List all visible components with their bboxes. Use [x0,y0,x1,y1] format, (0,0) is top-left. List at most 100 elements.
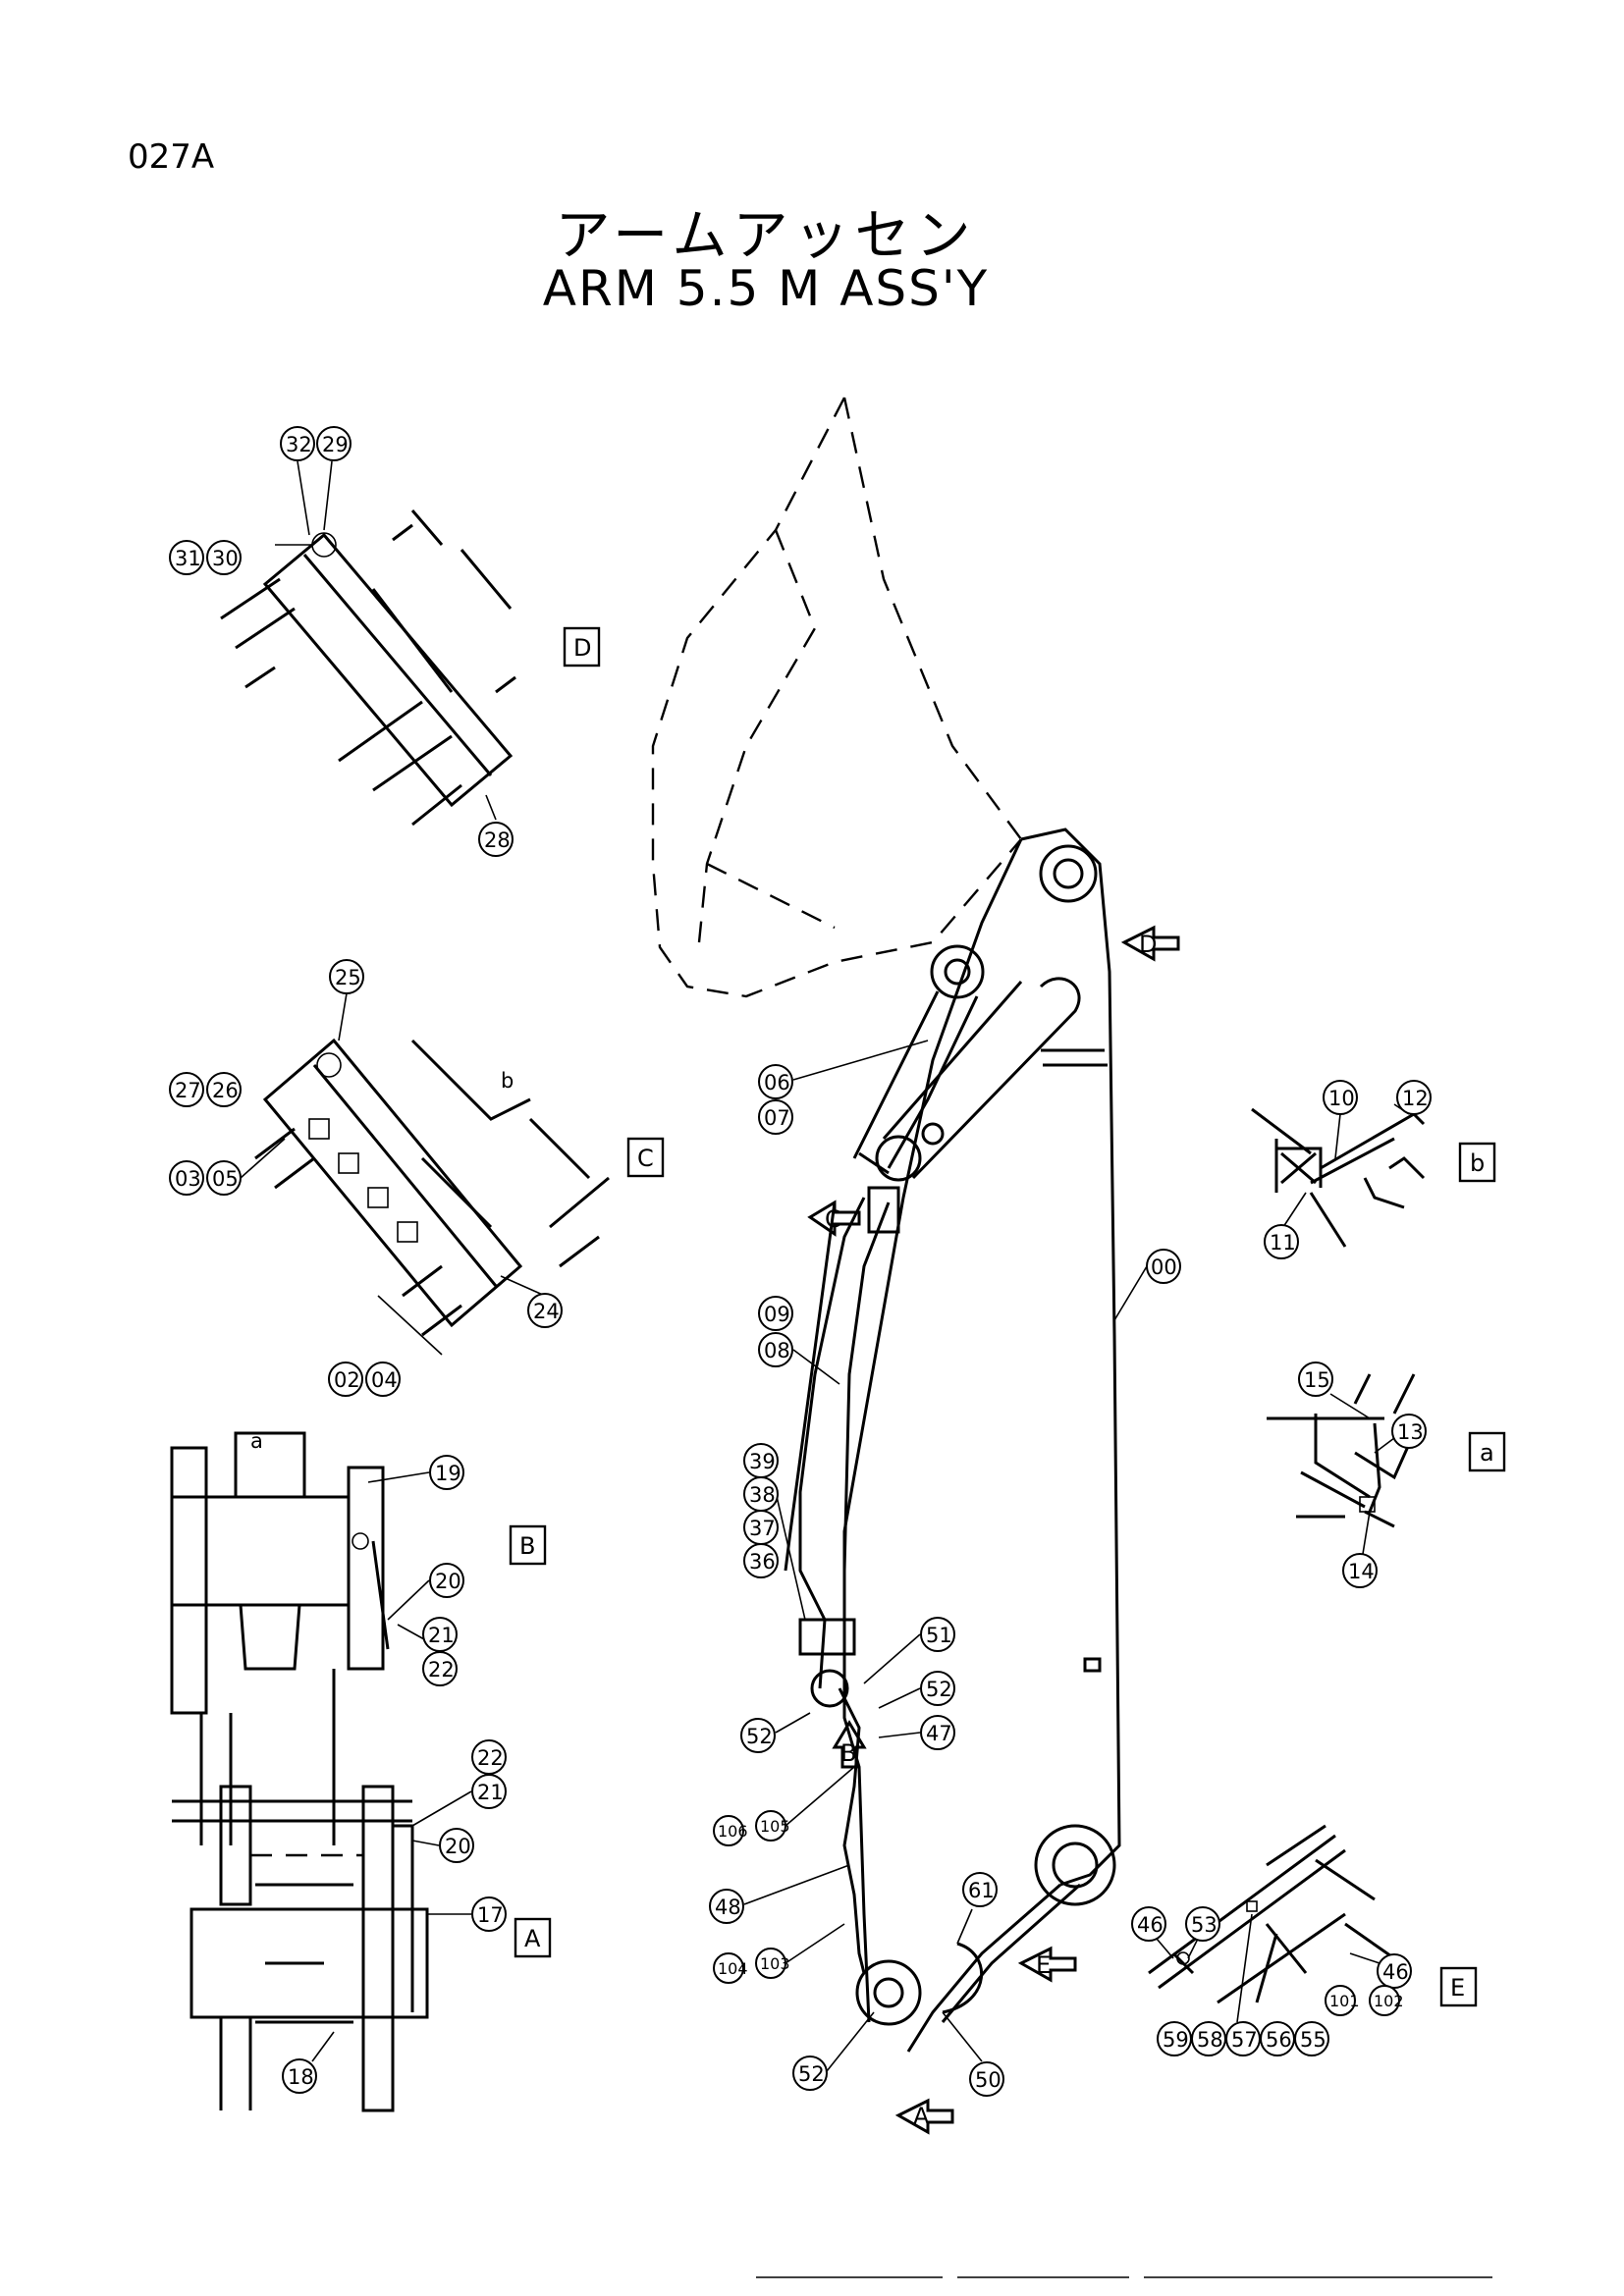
svg-text:32: 32 [286,433,312,456]
svg-text:06: 06 [764,1071,790,1095]
svg-text:12: 12 [1402,1087,1429,1110]
callout-12: 12 [1396,1080,1432,1115]
svg-text:24: 24 [533,1300,560,1323]
view-arrow-c: C [807,1200,861,1237]
main-arm [651,397,1121,2053]
detail-label-a: a [1468,1431,1506,1472]
detail-label-b: b [1458,1142,1496,1183]
svg-text:104: 104 [718,1959,748,1978]
view-label-c: C [626,1137,665,1178]
view-e [1148,1824,1395,2004]
detail-b [1251,1107,1426,1248]
view-e-callouts: 46 53 46 59 58 57 56 55 101 102 [1131,1906,1412,2056]
callout-30: 30 [206,540,242,575]
svg-text:55: 55 [1300,2028,1326,2052]
callout-06: 06 [758,1064,793,1099]
callout-39: 39 [743,1443,779,1478]
svg-text:26: 26 [212,1079,239,1102]
svg-text:03: 03 [175,1167,201,1191]
svg-text:13: 13 [1397,1420,1424,1444]
svg-text:21: 21 [477,1781,504,1804]
svg-text:D: D [573,634,591,662]
svg-text:39: 39 [749,1450,776,1473]
callout-03: 03 [169,1160,204,1196]
callout-61: 61 [962,1872,998,1907]
callout-09: 09 [758,1296,793,1331]
svg-text:103: 103 [760,1954,790,1973]
callout-56: 56 [1260,2021,1295,2056]
view-c-callouts: 25 27 26 03 05 02 04 24 b [169,959,563,1397]
svg-text:19: 19 [435,1462,461,1485]
callout-32: 32 [280,426,315,461]
callout-36: 36 [743,1543,779,1578]
callout-02: 02 [328,1362,363,1397]
svg-text:B: B [519,1532,535,1560]
svg-text:11: 11 [1270,1231,1296,1255]
view-arrow-a: A [894,2098,954,2135]
view-a-callouts: 21 22 20 17 18 [282,1739,507,2094]
callout-26: 26 [206,1072,242,1107]
callout-105: 105 [755,1810,790,1842]
callout-10: 10 [1323,1080,1358,1115]
detail-ref-a: a [250,1429,263,1453]
detail-b-callouts: 10 12 11 [1264,1080,1432,1259]
callout-08: 08 [758,1332,793,1367]
title-english: ARM 5.5 M ASS'Y [542,260,990,317]
svg-text:E: E [1036,1951,1051,1979]
callout-48: 48 [709,1889,744,1924]
svg-text:52: 52 [798,2062,825,2086]
callout-15: 15 [1298,1362,1333,1397]
callout-51: 51 [920,1617,955,1652]
callout-04: 04 [365,1362,401,1397]
svg-text:52: 52 [926,1678,952,1701]
svg-text:A: A [913,2103,930,2130]
svg-text:07: 07 [764,1106,790,1130]
callout-52-left: 52 [740,1718,776,1753]
callout-102: 102 [1369,1985,1404,2016]
svg-text:A: A [524,1925,541,1952]
svg-text:08: 08 [764,1339,790,1362]
view-arrow-b: B [832,1720,867,1769]
view-label-d: D [563,626,601,667]
svg-text:B: B [840,1739,856,1767]
callout-47: 47 [920,1715,955,1750]
detail-ref-b: b [501,1069,514,1093]
page-code: 027A [128,137,215,177]
svg-text:105: 105 [760,1817,790,1836]
callout-21-view-b: 21 [422,1617,458,1652]
svg-text:46: 46 [1137,1913,1164,1937]
callout-13: 13 [1391,1414,1427,1449]
svg-text:00: 00 [1151,1255,1177,1279]
svg-text:D: D [1139,931,1157,958]
svg-text:20: 20 [445,1835,471,1858]
callout-46-right: 46 [1377,1953,1412,1989]
detail-a [1267,1373,1416,1528]
view-label-b: B [509,1524,547,1566]
callout-11: 11 [1264,1224,1299,1259]
svg-text:31: 31 [175,547,201,570]
view-d-callouts: 32 29 31 30 28 [169,426,514,857]
svg-text:28: 28 [484,828,511,852]
svg-text:53: 53 [1191,1913,1218,1937]
view-d [220,509,516,827]
callout-05: 05 [206,1160,242,1196]
svg-text:27: 27 [175,1079,201,1102]
svg-text:57: 57 [1231,2028,1258,2052]
title-japanese: アームアッセン [555,204,977,268]
callout-53: 53 [1185,1906,1220,1942]
svg-text:50: 50 [975,2068,1001,2092]
callout-22-view-b: 22 [422,1651,458,1686]
svg-text:52: 52 [746,1725,773,1748]
svg-text:17: 17 [477,1903,504,1927]
callout-52-bottom: 52 [792,2056,828,2091]
svg-text:48: 48 [715,1896,741,1919]
svg-text:04: 04 [371,1368,398,1392]
callout-29: 29 [316,426,352,461]
svg-text:09: 09 [764,1303,790,1326]
callout-24: 24 [527,1293,563,1328]
svg-text:b: b [1470,1149,1485,1177]
callout-19: 19 [429,1455,464,1490]
callout-18: 18 [282,2058,317,2094]
view-b [170,1431,390,1845]
